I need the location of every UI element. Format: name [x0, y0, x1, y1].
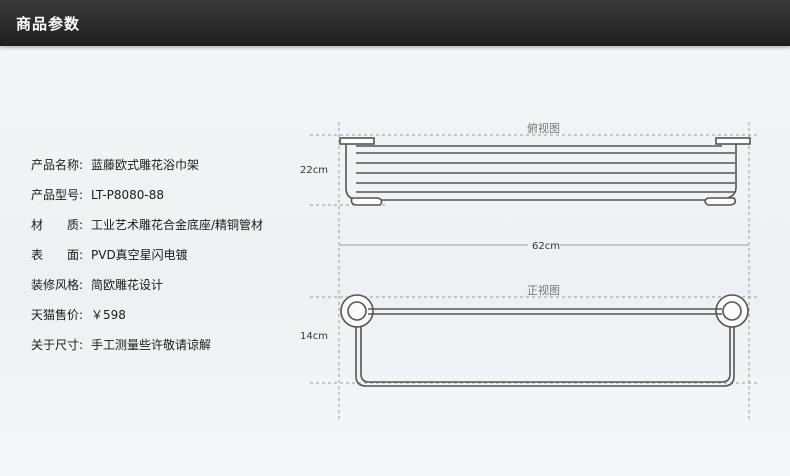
front-view-drawing: [340, 294, 749, 387]
spec-value: 手工测量些许敬请谅解: [91, 338, 212, 352]
spec-label: 表 面:: [31, 248, 84, 262]
width-dimension-label: 62cm: [532, 241, 560, 252]
spec-label: 关于尺寸:: [31, 338, 84, 352]
section-title: 商品参数: [16, 15, 81, 33]
spec-value: ￥598: [91, 308, 126, 322]
spec-value: 蓝藤欧式雕花浴巾架: [91, 158, 200, 172]
spec-label: 产品名称:: [31, 158, 84, 172]
spec-list: 产品名称: 蓝藤欧式雕花浴巾架 产品型号: LT-P8080-88 材 质: 工业艺术…: [31, 154, 263, 364]
height-dimension-label: 14cm: [300, 331, 328, 342]
spec-value: PVD真空星闪电镀: [91, 248, 188, 262]
spec-label: 天猫售价:: [31, 308, 84, 322]
spec-row-material: 材 质: 工业艺术雕花合金底座/精铜管材: [31, 214, 263, 244]
spec-row-size-note: 关于尺寸: 手工测量些许敬请谅解: [31, 334, 263, 364]
spec-label: 材 质:: [31, 218, 84, 232]
front-view-label: 正视图: [527, 283, 560, 297]
top-view-drawing: [339, 137, 751, 206]
top-view-label: 俯视图: [527, 121, 560, 135]
spec-row-surface: 表 面: PVD真空星闪电镀: [31, 244, 263, 274]
spec-row-model: 产品型号: LT-P8080-88: [31, 184, 263, 214]
spec-value: LT-P8080-88: [91, 188, 164, 202]
depth-dimension-label: 22cm: [300, 165, 328, 176]
spec-label: 装修风格:: [31, 278, 84, 292]
spec-value: 简欧雕花设计: [91, 278, 164, 292]
spec-row-style: 装修风格: 简欧雕花设计: [31, 274, 263, 304]
spec-label: 产品型号:: [31, 188, 84, 202]
dimension-guides: [310, 122, 760, 420]
header-bar: 商品参数: [0, 0, 790, 46]
spec-value: 工业艺术雕花合金底座/精铜管材: [91, 218, 264, 232]
spec-row-price: 天猫售价: ￥598: [31, 304, 263, 334]
spec-row-name: 产品名称: 蓝藤欧式雕花浴巾架: [31, 154, 263, 184]
